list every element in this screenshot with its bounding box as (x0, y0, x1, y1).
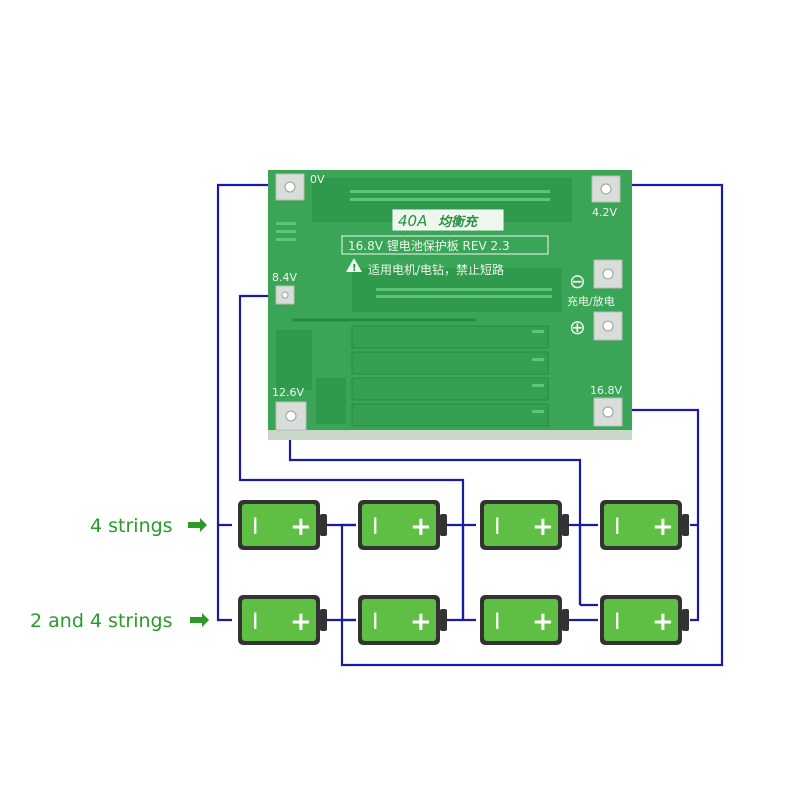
pcb-badge-cn: 均衡充 (438, 214, 479, 230)
row1-label: 4 strings (90, 515, 173, 537)
warning-icon (346, 258, 362, 272)
battery-body (604, 599, 678, 641)
battery-plus-label: + (532, 607, 554, 637)
battery-cell: I+ (600, 595, 689, 645)
pcb-badge-box (392, 209, 504, 231)
battery-terminal (682, 514, 689, 536)
battery-cell: I+ (358, 500, 447, 550)
pad-8v4 (275, 285, 295, 305)
battery-body (362, 599, 436, 641)
pcb-model-box (341, 235, 549, 255)
pcb-mosfet-4 (351, 403, 549, 427)
battery-body (242, 504, 316, 546)
battery-terminal (440, 514, 447, 536)
pad-12v6 (275, 401, 307, 431)
battery-cell: I+ (600, 500, 689, 550)
row2-label: 2 and 4 strings (30, 610, 172, 632)
pcb-badge-text: 40A (398, 212, 427, 230)
battery-plus-label: + (290, 607, 312, 637)
battery-body (484, 599, 558, 641)
battery-minus-label: I (372, 515, 379, 540)
battery-terminal (320, 514, 327, 536)
battery-minus-label: I (494, 515, 501, 540)
battery-plus-label: + (652, 512, 674, 542)
battery-cell: I+ (238, 500, 327, 550)
battery-body (484, 504, 558, 546)
battery-plus-label: + (410, 512, 432, 542)
plus-symbol: ⊕ (569, 315, 586, 339)
battery-body (604, 504, 678, 546)
pcb-trace-left (276, 330, 312, 390)
battery-cell: I+ (358, 595, 447, 645)
battery-cell: I+ (480, 595, 569, 645)
pcb-edge (268, 430, 632, 440)
pad-plus (593, 311, 623, 341)
minus-symbol: ⊖ (569, 269, 586, 293)
pad-4v2 (591, 175, 621, 203)
warning-symbol: ! (352, 263, 357, 274)
battery-plus-label: + (290, 512, 312, 542)
battery-terminal (320, 609, 327, 631)
pcb-mosfet-2 (351, 351, 549, 375)
pcb-vias (276, 190, 552, 413)
pad-16v8 (593, 397, 623, 427)
battery-body (242, 599, 316, 641)
pad-4v2-label: 4.2V (592, 206, 617, 219)
pcb-warning-line: 适用电机/电钻，禁止短路 (368, 262, 504, 277)
pad-minus (593, 259, 623, 289)
battery-minus-label: I (614, 610, 621, 635)
battery-cells: I+I+I+I+I+I+I+I+ (238, 500, 689, 645)
battery-cell: I+ (480, 500, 569, 550)
wire-16v8 (610, 408, 700, 622)
pcb-model-line: 16.8V 锂电池保护板 REV 2.3 (348, 238, 510, 253)
battery-minus-label: I (372, 610, 379, 635)
row2-arrow-icon (190, 613, 209, 627)
charge-discharge-label: 充电/放电 (567, 294, 615, 308)
battery-terminal (562, 514, 569, 536)
battery-minus-label: I (494, 610, 501, 635)
row1-arrow-icon (188, 518, 207, 532)
pad-12v6-label: 12.6V (272, 386, 304, 399)
pad-8v4-label: 8.4V (272, 271, 297, 284)
battery-plus-label: + (410, 607, 432, 637)
battery-body (362, 504, 436, 546)
battery-terminal (440, 609, 447, 631)
battery-plus-label: + (532, 512, 554, 542)
pcb-board: 40A 均衡充 16.8V 锂电池保护板 REV 2.3 ! 适用电机/电钻，禁… (268, 170, 632, 440)
battery-minus-label: I (252, 610, 259, 635)
battery-cell: I+ (238, 595, 327, 645)
pad-0v (275, 173, 305, 201)
pcb-mosfet-3 (351, 377, 549, 401)
battery-minus-label: I (614, 515, 621, 540)
pad-16v8-label: 16.8V (590, 384, 622, 397)
wire-0v (216, 183, 290, 622)
battery-minus-label: I (252, 515, 259, 540)
battery-plus-label: + (652, 607, 674, 637)
battery-terminal (562, 609, 569, 631)
pcb-trace-bottom (316, 378, 346, 424)
pcb-mosfet-1 (351, 325, 549, 349)
pad-0v-label: 0V (310, 173, 325, 186)
battery-terminal (682, 609, 689, 631)
